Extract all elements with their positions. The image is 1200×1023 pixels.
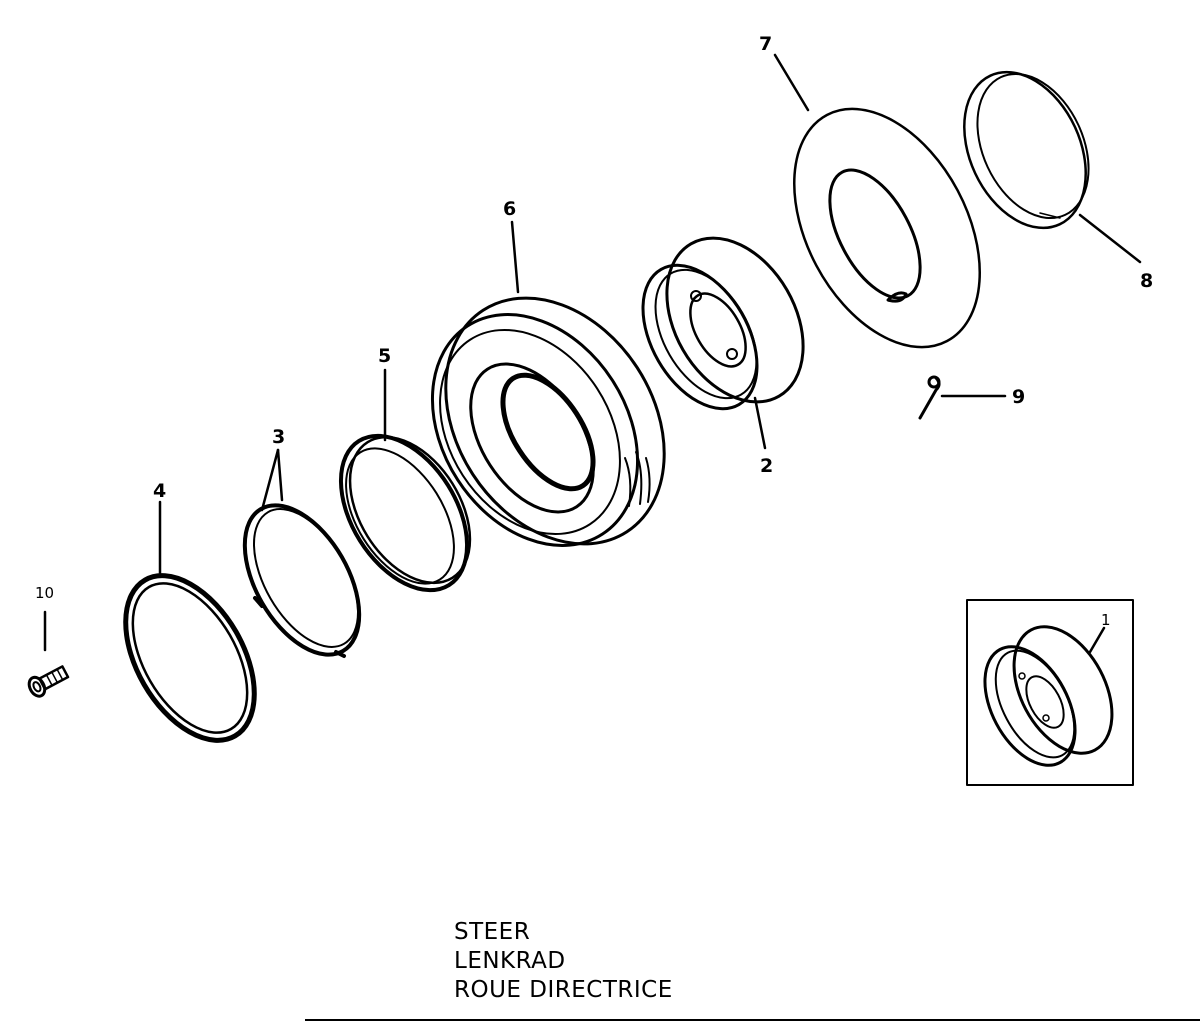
- callout-6: 6: [503, 198, 516, 220]
- part-8-flap: [963, 70, 1090, 230]
- part-5-side-ring: [338, 433, 472, 593]
- callout-5: 5: [378, 345, 391, 367]
- callout-3: 3: [272, 426, 285, 448]
- callout-2: 2: [760, 455, 773, 477]
- callout-10: 10: [35, 584, 54, 602]
- diagram-caption: STEER LENKRAD ROUE DIRECTRICE: [454, 918, 673, 1005]
- callout-1: 1: [1101, 611, 1111, 629]
- bottom-rule: [305, 1019, 1200, 1021]
- caption-german: LENKRAD: [454, 948, 566, 974]
- part-10-bolt: [27, 665, 70, 698]
- part-9-valve: [918, 375, 941, 420]
- part-7-tube: [793, 107, 981, 349]
- callout-8: 8: [1140, 270, 1153, 292]
- callout-4: 4: [153, 480, 166, 502]
- caption-french: ROUE DIRECTRICE: [454, 977, 673, 1003]
- caption-english: STEER: [454, 919, 531, 945]
- inset-wheel-assembly: 1: [966, 599, 1134, 786]
- leader-lines: [43, 53, 1142, 652]
- part-4-lock-ring: [123, 573, 257, 743]
- part-2-rim: [641, 236, 805, 411]
- callout-7: 7: [759, 33, 772, 55]
- callout-9: 9: [1012, 386, 1025, 408]
- part-6-tire: [430, 296, 666, 547]
